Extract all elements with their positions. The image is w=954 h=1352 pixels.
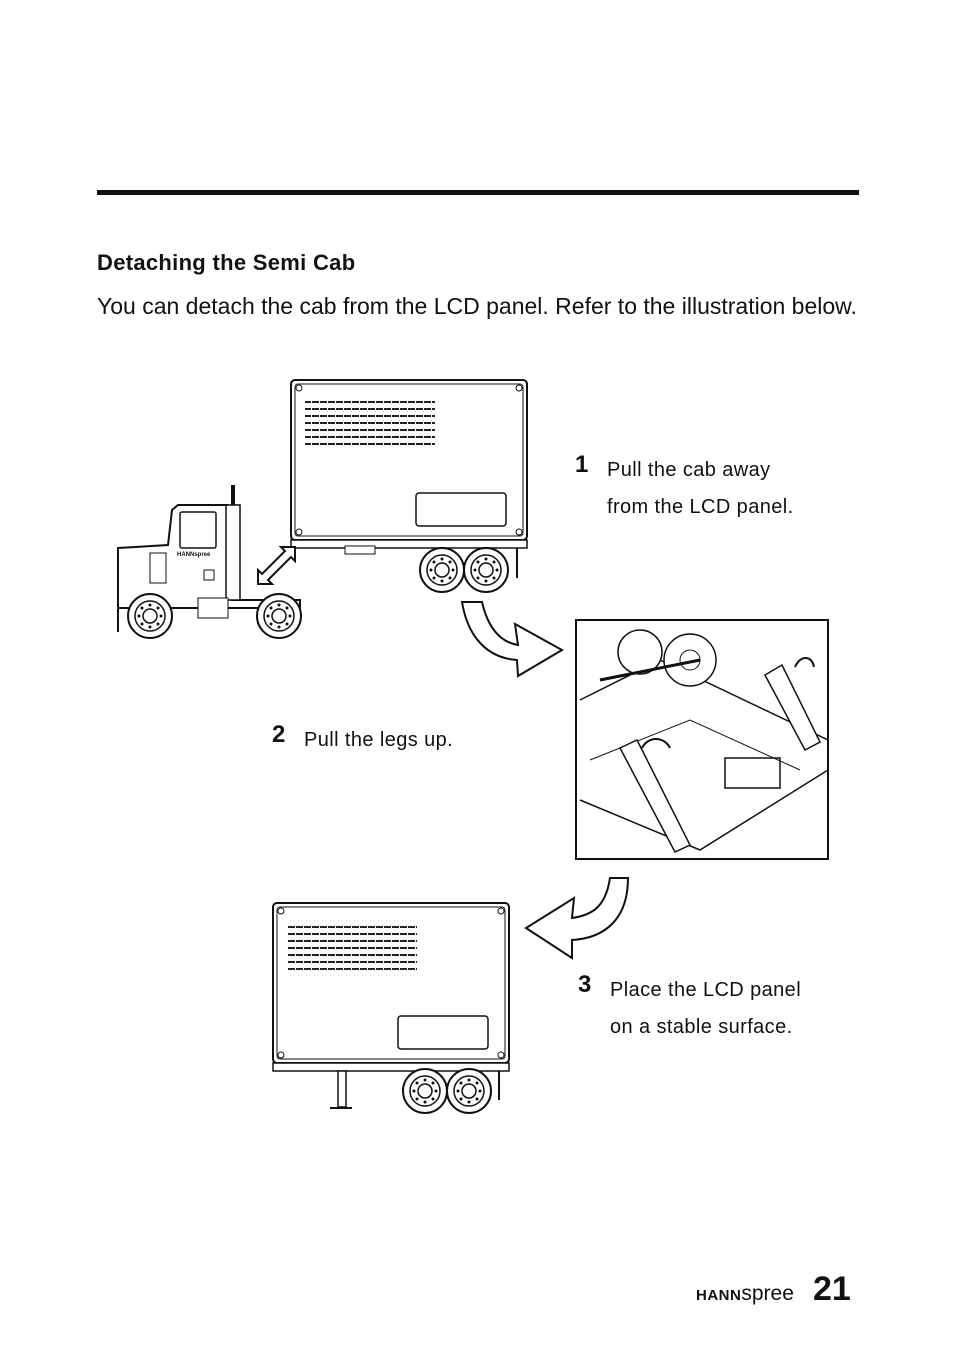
step-number: 3 [578,971,592,998]
cab-logo: HANNspree [177,552,211,558]
curved-arrow-down-left-icon [524,877,630,960]
brand-bold: HANN [696,1287,742,1304]
curved-arrow-down-right-icon [460,601,565,678]
top-rule [97,190,859,195]
lcd-panel-trailer-bottom [272,902,510,1114]
step-text-line: from the LCD panel. [607,496,794,518]
step-text-line: Pull the legs up. [304,729,454,751]
step-text-line: Pull the cab away [607,459,771,481]
intro-paragraph: You can detach the cab from the LCD pane… [97,293,857,319]
brand-light: spree [741,1282,794,1305]
step-number: 1 [575,451,589,478]
legs-detail-illustration [575,619,829,860]
step-text-line: Place the LCD panel [610,979,802,1001]
step-number: 2 [272,721,286,748]
brand-logo: HANNspree [696,1282,794,1306]
page-number: 21 [813,1270,851,1308]
section-heading: Detaching the Semi Cab [97,250,356,275]
semi-cab [117,485,302,639]
lcd-panel-trailer-top [290,379,528,593]
detach-double-arrow-icon [257,546,296,585]
step-text-line: on a stable surface. [610,1016,793,1038]
